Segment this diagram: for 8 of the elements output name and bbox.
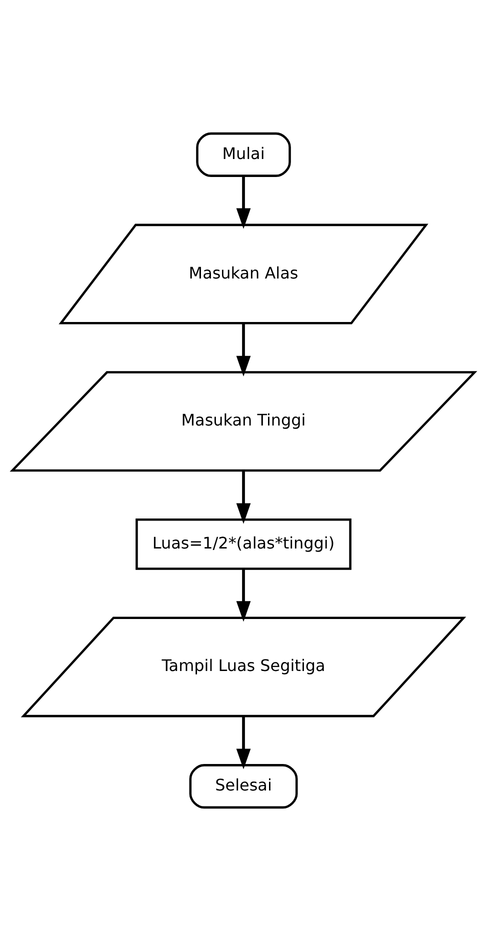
node-box: Mulai	[196, 132, 291, 177]
arrow	[236, 568, 251, 622]
arrow	[236, 470, 251, 524]
node-box: Selesai	[189, 764, 298, 809]
arrow	[236, 324, 251, 376]
arrow	[236, 716, 251, 770]
arrow	[236, 176, 251, 229]
node-box: Luas=1/2*(alas*tinggi)	[136, 518, 352, 570]
